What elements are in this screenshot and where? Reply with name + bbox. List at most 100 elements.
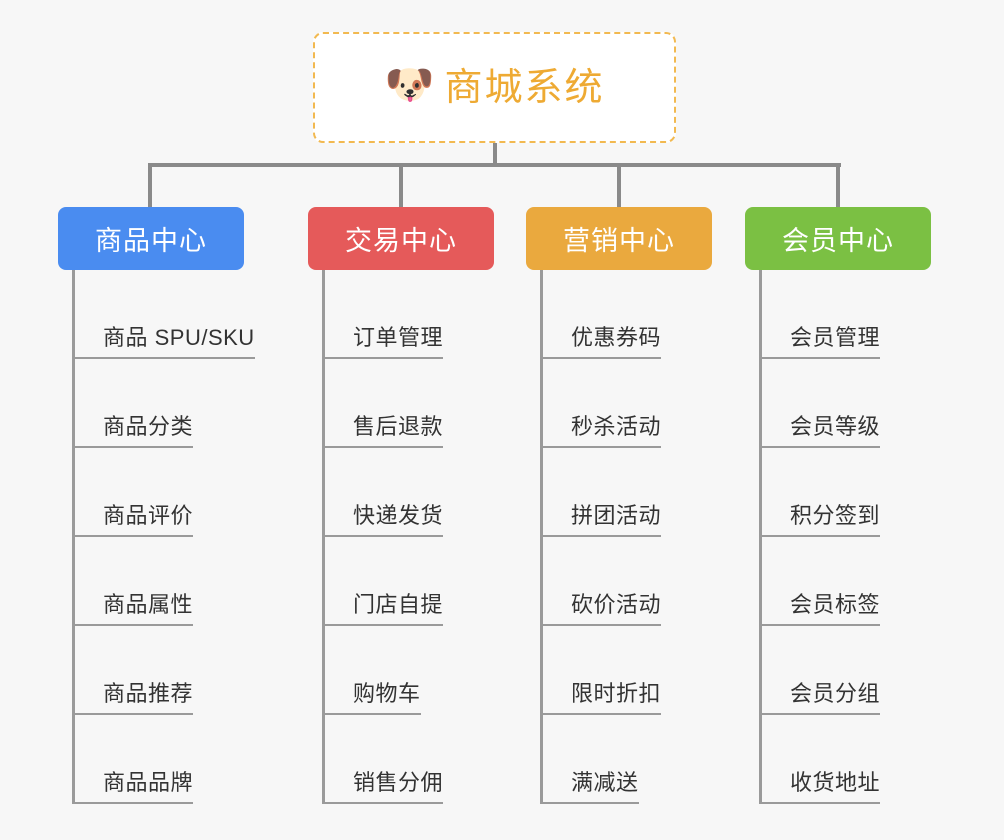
root-trunk-connector [493,143,497,167]
branch-item-label: 收货地址 [790,769,881,795]
branch-item-label: 满减送 [571,769,639,795]
branch-item[interactable]: 限时折扣 [526,626,712,715]
branch-item-label: 售后退款 [353,413,444,439]
branch-item-underline: 限时折扣 [540,680,662,715]
branch-item[interactable]: 秒杀活动 [526,359,712,448]
branch-item-underline: 会员标签 [759,591,881,626]
branch-item[interactable]: 购物车 [308,626,494,715]
branch-item[interactable]: 商品属性 [58,537,244,626]
branch-item-label: 会员标签 [790,591,881,617]
branch-item[interactable]: 满减送 [526,715,712,804]
branch-item-list-marketing-center: 优惠券码秒杀活动拼团活动砍价活动限时折扣满减送 [526,270,712,804]
branch-item-label: 快递发货 [353,502,444,528]
branch-item-underline: 销售分佣 [322,769,444,804]
branch-item[interactable]: 商品推荐 [58,626,244,715]
branch-item-label: 优惠券码 [571,324,662,350]
branch-item[interactable]: 门店自提 [308,537,494,626]
branch-item-label: 限时折扣 [571,680,662,706]
branch-member-center: 会员中心会员管理会员等级积分签到会员标签会员分组收货地址 [745,207,931,804]
branch-item-list-trade-center: 订单管理售后退款快递发货门店自提购物车销售分佣 [308,270,494,804]
branch-item[interactable]: 优惠券码 [526,270,712,359]
branch-item-label: 会员管理 [790,324,881,350]
branch-drop-connector-member-center [836,163,840,207]
branch-product-center: 商品中心商品 SPU/SKU 商品分类商品评价商品属性商品推荐商品品牌 [58,207,255,804]
branch-item-label: 积分签到 [790,502,881,528]
branch-item[interactable]: 商品分类 [58,359,244,448]
branch-item-underline: 会员等级 [759,413,881,448]
branch-header-label: 会员中心 [782,226,894,256]
branch-item[interactable]: 销售分佣 [308,715,494,804]
branch-item-underline: 秒杀活动 [540,413,662,448]
branch-item-underline: 购物车 [322,680,421,715]
branch-item[interactable]: 砍价活动 [526,537,712,626]
branch-header-label: 交易中心 [345,226,457,256]
branch-item-underline: 会员管理 [759,324,881,359]
branch-item-list-member-center: 会员管理会员等级积分签到会员标签会员分组收货地址 [745,270,931,804]
branch-item-underline: 商品属性 [72,591,194,626]
branch-item[interactable]: 商品品牌 [58,715,244,804]
branch-item-underline: 订单管理 [322,324,444,359]
branch-item-label: 会员等级 [790,413,881,439]
branch-item-label: 购物车 [353,680,421,706]
branch-spine-trade-center [322,270,325,804]
root-title: 商城系统 [444,66,605,109]
branch-item[interactable]: 会员等级 [745,359,931,448]
branch-spine-marketing-center [540,270,543,804]
branch-item-underline: 会员分组 [759,680,881,715]
branch-spine-product-center [72,270,75,804]
branch-item-underline: 优惠券码 [540,324,662,359]
branch-item-underline: 商品评价 [72,502,194,537]
branch-item-label: 拼团活动 [571,502,662,528]
branch-item[interactable]: 收货地址 [745,715,931,804]
branch-item-underline: 积分签到 [759,502,881,537]
branch-trade-center: 交易中心订单管理售后退款快递发货门店自提购物车销售分佣 [308,207,494,804]
branch-header-member-center[interactable]: 会员中心 [745,207,931,270]
branch-item[interactable]: 会员管理 [745,270,931,359]
branch-item[interactable]: 售后退款 [308,359,494,448]
branch-drop-connector-marketing-center [617,163,621,207]
branch-item[interactable]: 快递发货 [308,448,494,537]
branch-item-underline: 商品分类 [72,413,194,448]
branch-drop-connector-product-center [148,163,152,207]
branch-item[interactable]: 会员标签 [745,537,931,626]
branch-item-underline: 砍价活动 [540,591,662,626]
branch-header-product-center[interactable]: 商品中心 [58,207,244,270]
branch-item-underline: 快递发货 [322,502,444,537]
branch-item-underline: 门店自提 [322,591,444,626]
branch-header-label: 商品中心 [95,226,207,256]
branch-header-label: 营销中心 [563,226,675,256]
branch-spine-member-center [759,270,762,804]
branch-item[interactable]: 会员分组 [745,626,931,715]
branch-item-underline: 收货地址 [759,769,881,804]
branch-header-marketing-center[interactable]: 营销中心 [526,207,712,270]
branch-item[interactable]: 商品评价 [58,448,244,537]
branch-item-label: 商品品牌 [103,769,194,795]
branch-item-label: 商品推荐 [103,680,194,706]
branch-item-underline: 商品品牌 [72,769,194,804]
branch-item-underline: 售后退款 [322,413,444,448]
branch-item[interactable]: 拼团活动 [526,448,712,537]
branch-item-label: 门店自提 [353,591,444,617]
branch-item-underline: 商品 SPU/SKU [72,324,255,359]
branch-item-label: 秒杀活动 [571,413,662,439]
branch-item-label: 订单管理 [353,324,444,350]
branch-item[interactable]: 订单管理 [308,270,494,359]
branch-item-underline: 满减送 [540,769,639,804]
branch-header-trade-center[interactable]: 交易中心 [308,207,494,270]
branch-item-label: 商品属性 [103,591,194,617]
branch-item[interactable]: 商品 SPU/SKU [58,270,255,359]
branch-item-label: 会员分组 [790,680,881,706]
branch-item-label: 商品评价 [103,502,194,528]
root-node[interactable]: 🐶 商城系统 [313,32,676,143]
branch-marketing-center: 营销中心优惠券码秒杀活动拼团活动砍价活动限时折扣满减送 [526,207,712,804]
branch-item-underline: 商品推荐 [72,680,194,715]
branch-item[interactable]: 积分签到 [745,448,931,537]
branch-item-label: 销售分佣 [353,769,444,795]
branch-item-label: 商品 SPU/SKU [103,324,255,350]
branch-bus-connector [149,163,841,167]
branch-item-underline: 拼团活动 [540,502,662,537]
branch-item-label: 商品分类 [103,413,194,439]
branch-item-list-product-center: 商品 SPU/SKU 商品分类商品评价商品属性商品推荐商品品牌 [58,270,255,804]
branch-item-label: 砍价活动 [571,591,662,617]
